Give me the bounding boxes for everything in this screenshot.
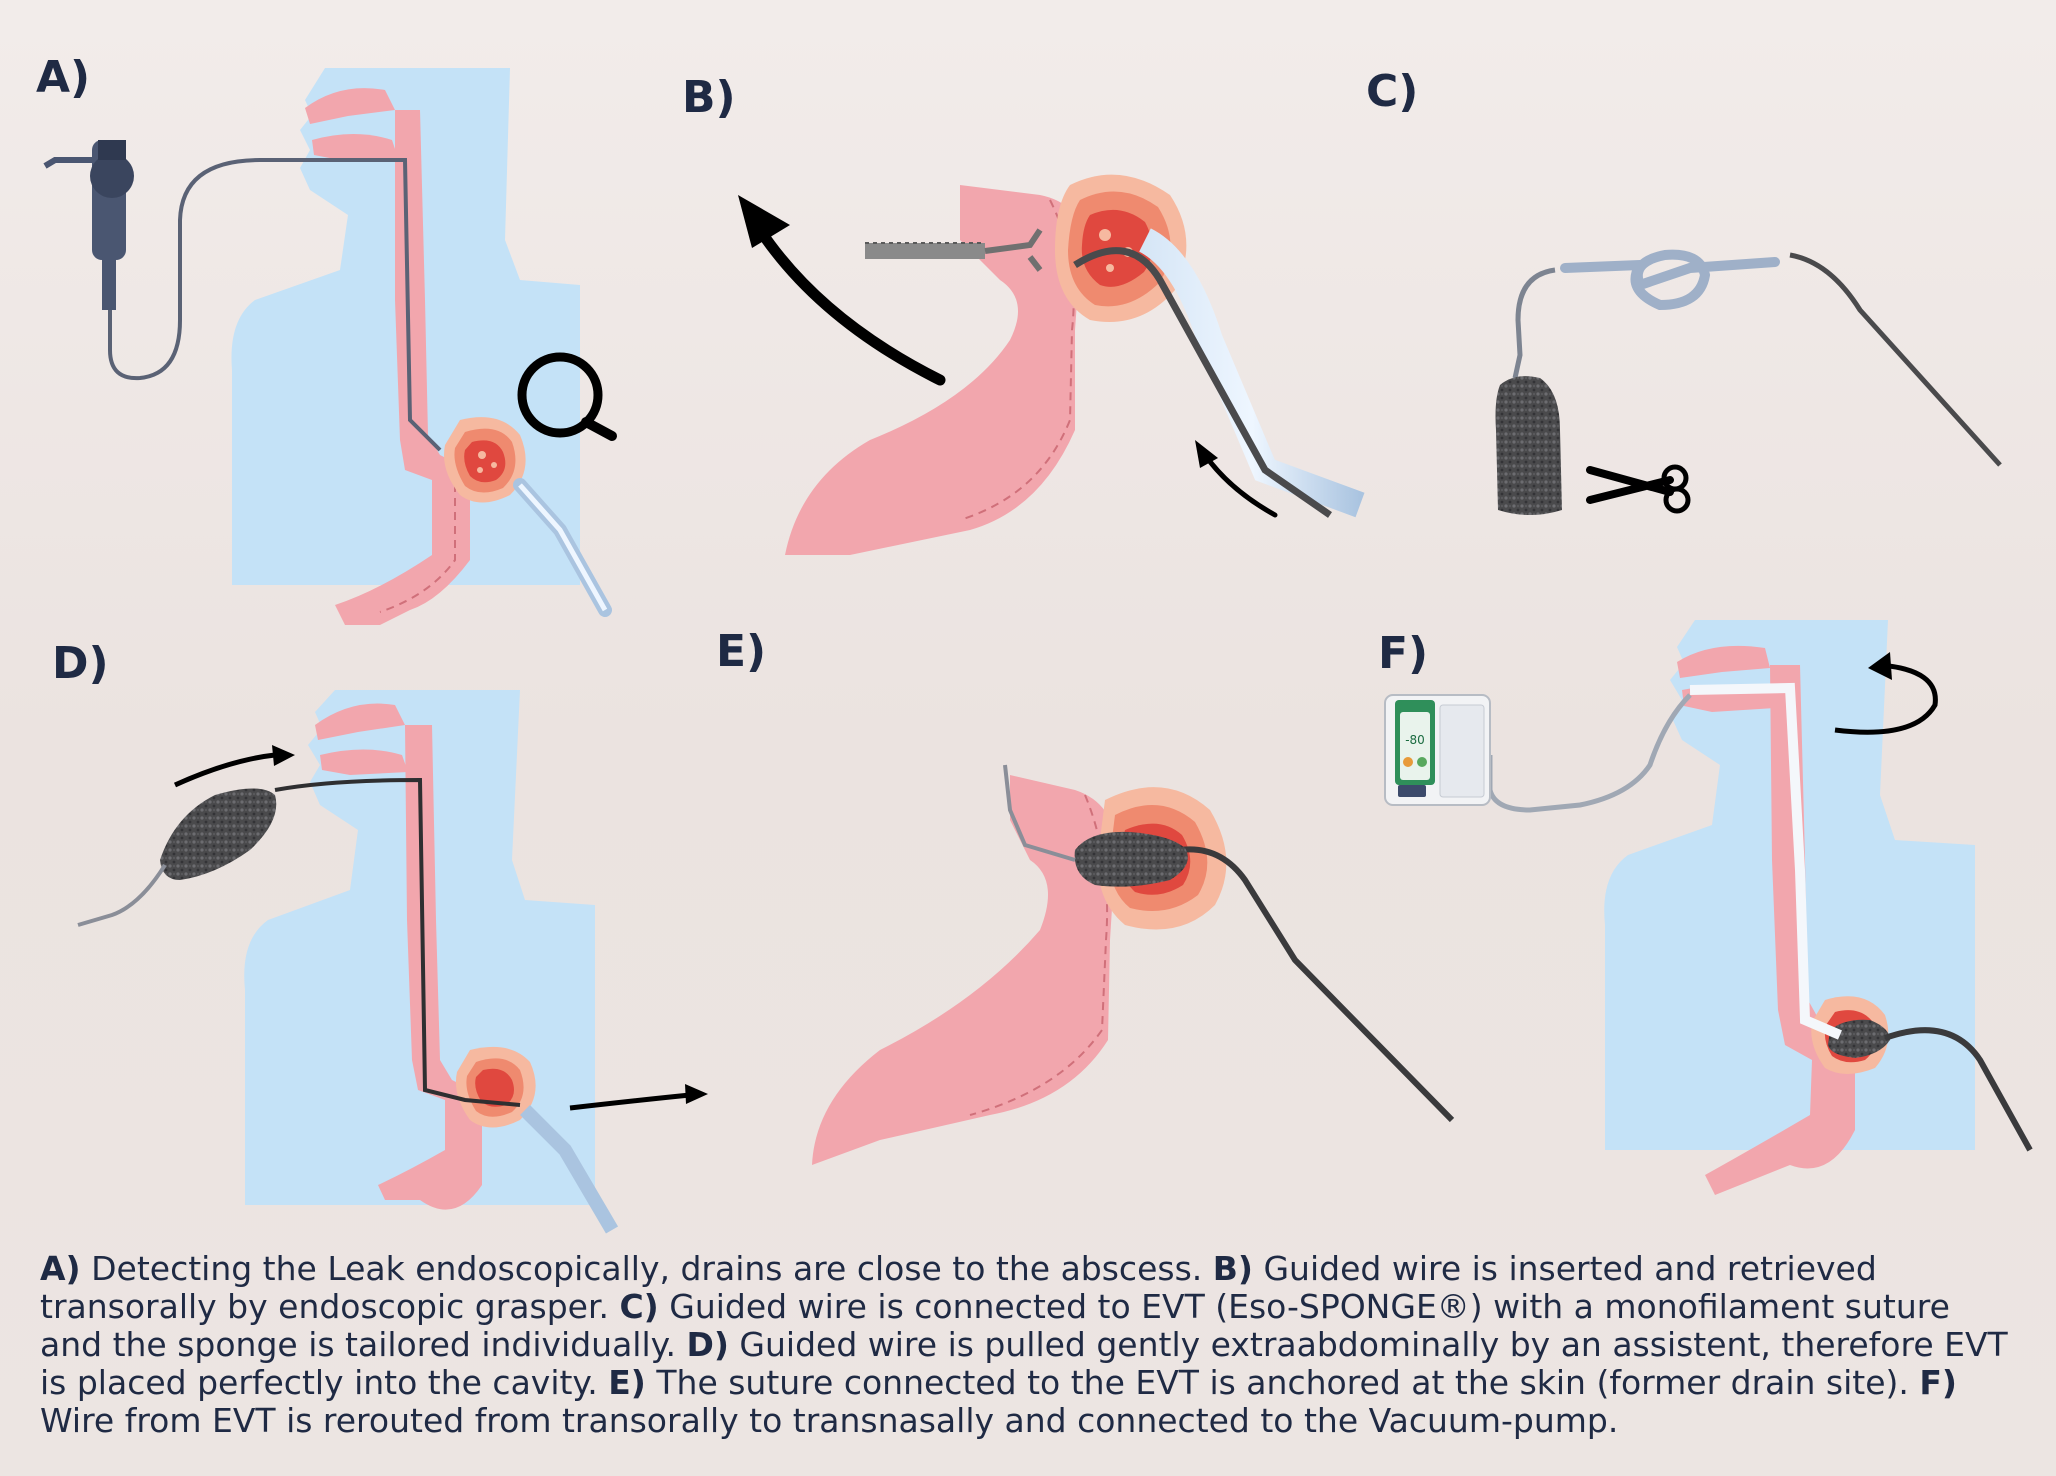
drain-tube [1138,228,1365,518]
guide-wire [1789,252,2002,467]
sponge-wire [1512,267,1556,379]
figure-caption: A) Detecting the Leak endoscopically, dr… [40,1250,2020,1440]
guide-wire [1073,247,1332,518]
stomach [785,185,1082,555]
sponge [1074,831,1188,887]
pull-arrow-bottom [569,1092,691,1111]
esophagus [335,110,470,625]
caption-text-b: Guided wire is inserted and retrieved tr… [40,1249,1877,1326]
panel-label-f: F) [1378,628,1429,679]
retrieve-arrow [754,224,946,386]
evt-tube [1689,682,1842,1040]
panel-label-a: A) [36,52,91,103]
pull-arrow-top [173,752,276,788]
abscess [444,417,526,503]
drain-tube [520,1105,619,1234]
panel-label-c: C) [1366,66,1419,117]
panel-e [812,764,1455,1165]
stomach-wall-suture [379,470,456,613]
stomach [812,775,1116,1165]
sponge [1828,1019,1890,1058]
caption-text-e: The suture connected to the EVT is ancho… [645,1363,1920,1402]
oral-cavity [305,88,395,124]
monofilament-suture [1560,249,1780,311]
guide-wire [1884,1027,2033,1152]
esophagus [1705,665,1855,1195]
guide-wire [274,777,521,1107]
vacuum-pump: -80 [1384,694,1491,806]
sponge-wire [1003,764,1076,862]
endoscopic-grasper [865,228,1043,272]
caption-key-c: C) [619,1287,659,1326]
endoscope-handle [43,140,134,310]
panel-c [1495,249,2002,515]
panel-b [738,174,1365,555]
pump-display: -80 [1405,733,1425,747]
tongue [320,749,408,775]
esophagus [378,725,482,1210]
oral-cavity [315,703,405,740]
caption-key-d: D) [686,1325,729,1364]
panel-label-d: D) [52,638,109,689]
caption-text-f: Wire from EVT is rerouted from transoral… [40,1401,1619,1440]
sponge [160,788,277,880]
caption-key-a: A) [40,1249,81,1288]
panel-d [77,690,708,1234]
panel-f: -80 [1384,620,2033,1195]
sponge [1495,376,1562,515]
sponge-wire [77,863,167,927]
tongue [312,134,398,160]
magnifier-icon [517,352,617,441]
caption-key-b: B) [1212,1249,1253,1288]
caption-key-f: F) [1919,1363,1958,1402]
caption-text-a: Detecting the Leak endoscopically, drain… [80,1249,1213,1288]
pump-tube [1487,693,1692,813]
guide-wire [1179,846,1455,1123]
panel-label-b: B) [682,72,736,123]
panel-a [43,68,617,625]
caption-key-e: E) [608,1363,646,1402]
reroute-arrow [1834,662,1938,735]
caption-text-c: Guided wire is connected to EVT (Eso-SPO… [40,1287,1950,1364]
panel-label-e: E) [716,626,767,677]
endoscope-cable [108,158,442,452]
scissors-icon [1586,464,1691,514]
caption-text-d: Guided wire is pulled gently extraabdomi… [40,1325,2008,1402]
nasal-cavity [1677,645,1770,678]
